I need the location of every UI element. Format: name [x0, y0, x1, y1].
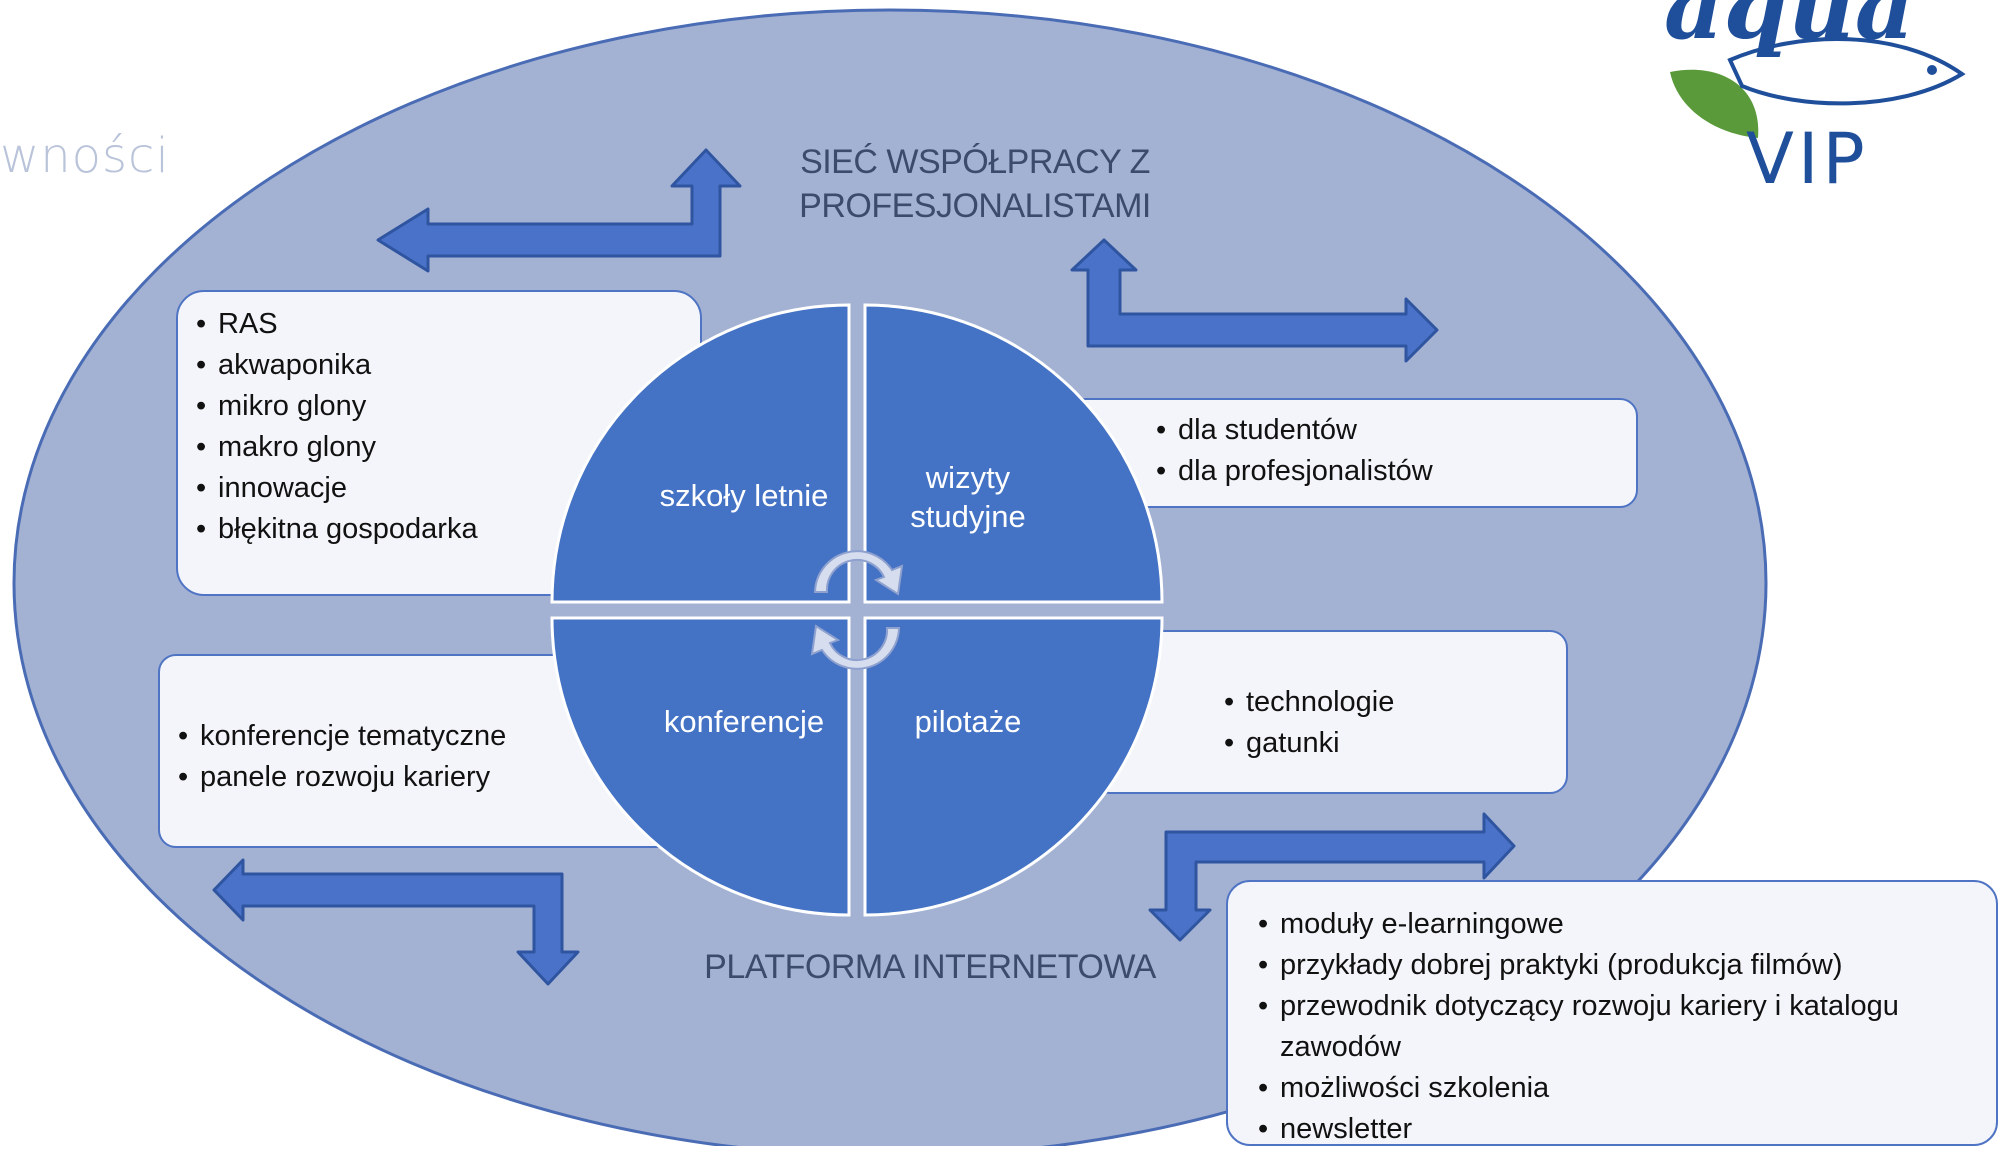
bullet-item: możliwości szkolenia [1258, 1068, 1948, 1109]
bullet-item: dla profesjonalistów [1156, 451, 1636, 492]
quadrant-top-right [863, 303, 1164, 604]
quadrant-label-line: szkoły letnie [659, 478, 829, 513]
label-network-line-2: PROFESJONALISTAMI [799, 187, 1151, 225]
bullet-item: dla studentów [1156, 410, 1636, 451]
quadrant-label-pilots: pilotaże [858, 702, 1078, 741]
bullet-item: newsletter [1258, 1109, 1948, 1150]
arrow-bottom-left [212, 858, 580, 986]
fish-icon [1727, 37, 1966, 106]
bullet-item: akwaponika [196, 345, 700, 386]
box-platform: moduły e-learningoweprzykłady dobrej pra… [1226, 880, 1998, 1150]
bullet-item: przykłady dobrej praktyki (produkcja fil… [1258, 945, 1948, 986]
bullet-item: gatunki [1224, 723, 1566, 764]
label-network: SIEĆ WSPÓŁPRACY Z PROFESJONALISTAMI [790, 140, 1160, 228]
quadrant-label-conferences: konferencje [628, 702, 860, 741]
cycle-arrows-icon [810, 550, 904, 670]
label-platform: PLATFORMA INTERNETOWA [704, 948, 1156, 986]
bullet-item: makro glony [196, 427, 700, 468]
leaf-icon [1670, 69, 1759, 138]
aquavip-logo: aqua VIP [1650, 0, 2002, 200]
box-pilots: technologiegatunki [1092, 630, 1568, 794]
arrow-top-right [1070, 238, 1439, 363]
bullet-item: mikro glony [196, 386, 700, 427]
quadrant-top-left [550, 303, 851, 604]
quadrant-label-line: studyjne [910, 499, 1026, 534]
arrow-top-left [376, 148, 742, 273]
logo-graphic [1670, 37, 1966, 138]
quadrant-label-study-visits: wizyty studyjne [858, 458, 1078, 536]
bullet-item: RAS [196, 304, 700, 345]
bullet-item: innowacje [196, 468, 700, 509]
quadrant-bottom-left [550, 616, 851, 917]
quadrant-bottom-right [863, 616, 1164, 917]
bullet-item: moduły e-learningowe [1258, 904, 1948, 945]
logo-word-bottom: VIP [1746, 118, 1869, 200]
quadrant-label-line: wizyty [925, 460, 1011, 495]
bullet-item: konferencje tematyczne [178, 716, 686, 757]
label-network-line-1: SIEĆ WSPÓŁPRACY Z [800, 143, 1150, 181]
quadrant-label-line: konferencje [663, 704, 825, 739]
arrow-bottom-right [1148, 812, 1516, 942]
logo-word-top: aqua [1664, 0, 1915, 60]
bullet-item: przewodnik dotyczący rozwoju kariery i k… [1258, 986, 1948, 1068]
quadrant-label-summer-schools: szkoły letnie [628, 476, 860, 515]
quadrant-label-line: pilotaże [914, 704, 1022, 739]
bullet-item: błękitna gospodarka [196, 509, 700, 550]
slide-title-fragment: wności [0, 128, 170, 184]
bullet-item: panele rozwoju kariery [178, 757, 686, 798]
bullet-item: technologie [1224, 682, 1566, 723]
box-study-visits: dla studentówdla profesjonalistów [1058, 398, 1638, 508]
